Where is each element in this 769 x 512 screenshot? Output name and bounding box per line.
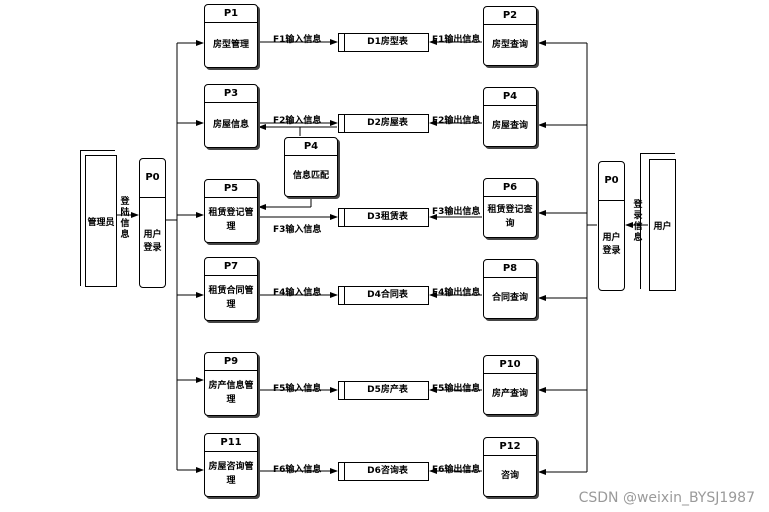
process-name: 信息匹配: [292, 171, 329, 181]
right-p0-name: 用户登录: [602, 233, 621, 256]
process-name: 租赁登记查询: [487, 205, 533, 229]
right-p0-process: P0 用户登录: [598, 161, 625, 291]
flow-label: F1输入信息: [273, 35, 322, 45]
process-name: 咨询: [500, 471, 519, 481]
process-id: P1: [205, 5, 257, 23]
process-p3: P3 房屋信息: [204, 84, 258, 148]
process-p5: P5 租赁登记管理: [204, 179, 258, 243]
store-d2: D2房屋表: [338, 114, 429, 133]
store-divider: [344, 287, 345, 304]
process-name: 房型管理: [212, 40, 249, 50]
store-name: D3租赁表: [367, 212, 408, 222]
process-name: 房型查询: [491, 40, 528, 50]
process-id: P5: [205, 180, 257, 198]
process-p7: P7 租赁合同管理: [204, 257, 258, 321]
process-id: P11: [205, 434, 257, 452]
store-divider: [344, 463, 345, 480]
left-p0-name: 用户登录: [143, 230, 162, 253]
process-id: P9: [205, 353, 257, 371]
process-p6: P6 租赁登记查询: [483, 178, 537, 238]
process-id: P12: [484, 438, 536, 456]
process-p11: P11 房屋咨询管理: [204, 433, 258, 497]
process-id: P3: [205, 85, 257, 103]
process-p4-match: P4 信息匹配: [284, 137, 338, 197]
entity-shadow: [80, 150, 115, 286]
flow-label: F6输入信息: [273, 465, 322, 475]
user-login-flow-label: 登录信息: [633, 200, 643, 243]
flow-label: F1输出信息: [432, 35, 481, 45]
process-name: 租赁登记管理: [208, 208, 254, 232]
store-name: D6咨询表: [367, 466, 408, 476]
user-entity-label: 用户: [653, 221, 672, 232]
process-name: 合同查询: [491, 293, 528, 303]
process-id: P8: [484, 260, 536, 278]
process-p2: P2 房型查询: [483, 6, 537, 66]
store-name: D1房型表: [367, 37, 408, 47]
user-entity: 用户: [649, 159, 676, 291]
flow-label: F4输出信息: [432, 288, 481, 298]
store-d4: D4合同表: [338, 286, 429, 305]
process-p10: P10 房产查询: [483, 355, 537, 415]
watermark: CSDN @weixin_BYSJ1987: [578, 490, 755, 506]
process-name: 房屋查询: [491, 121, 528, 131]
process-name: 房屋信息: [212, 120, 249, 130]
admin-entity: 管理员: [85, 155, 117, 287]
process-p4: P4 房屋查询: [483, 87, 537, 147]
process-id: P6: [484, 179, 536, 197]
left-p0-process: P0 用户登录: [139, 158, 166, 288]
store-name: D5房产表: [367, 385, 408, 395]
flow-label: F6输出信息: [432, 465, 481, 475]
entity-shadow: [640, 153, 675, 289]
store-divider: [344, 382, 345, 399]
store-name: D4合同表: [367, 290, 408, 300]
flow-label: F4输入信息: [273, 288, 322, 298]
process-p9: P9 房产信息管理: [204, 352, 258, 416]
flow-label: F3输入信息: [273, 225, 322, 235]
process-id: P10: [484, 356, 536, 374]
store-divider: [344, 34, 345, 51]
store-d5: D5房产表: [338, 381, 429, 400]
process-name: 房产信息管理: [208, 381, 254, 405]
process-name: 房产查询: [491, 389, 528, 399]
store-d6: D6咨询表: [338, 462, 429, 481]
admin-login-flow-label: 登陆信息: [120, 197, 130, 240]
flow-label: F5输入信息: [273, 384, 322, 394]
process-name: 房屋咨询管理: [208, 462, 254, 486]
left-p0-id: P0: [140, 159, 165, 198]
process-id: P4: [285, 138, 337, 156]
admin-entity-label: 管理员: [87, 217, 115, 228]
process-name: 租赁合同管理: [208, 286, 254, 310]
flow-label: F3输出信息: [432, 207, 481, 217]
store-d3: D3租赁表: [338, 208, 429, 227]
process-p12: P12 咨询: [483, 437, 537, 497]
store-divider: [344, 209, 345, 226]
process-id: P7: [205, 258, 257, 276]
process-p1: P1 房型管理: [204, 4, 258, 68]
process-id: P2: [484, 7, 536, 25]
flow-label: F2输出信息: [432, 116, 481, 126]
process-id: P4: [484, 88, 536, 106]
store-d1: D1房型表: [338, 33, 429, 52]
store-divider: [344, 115, 345, 132]
process-p8: P8 合同查询: [483, 259, 537, 319]
flow-label: F2输入信息: [273, 116, 322, 126]
store-name: D2房屋表: [367, 118, 408, 128]
right-p0-id: P0: [599, 162, 624, 201]
flow-label: F5输出信息: [432, 384, 481, 394]
